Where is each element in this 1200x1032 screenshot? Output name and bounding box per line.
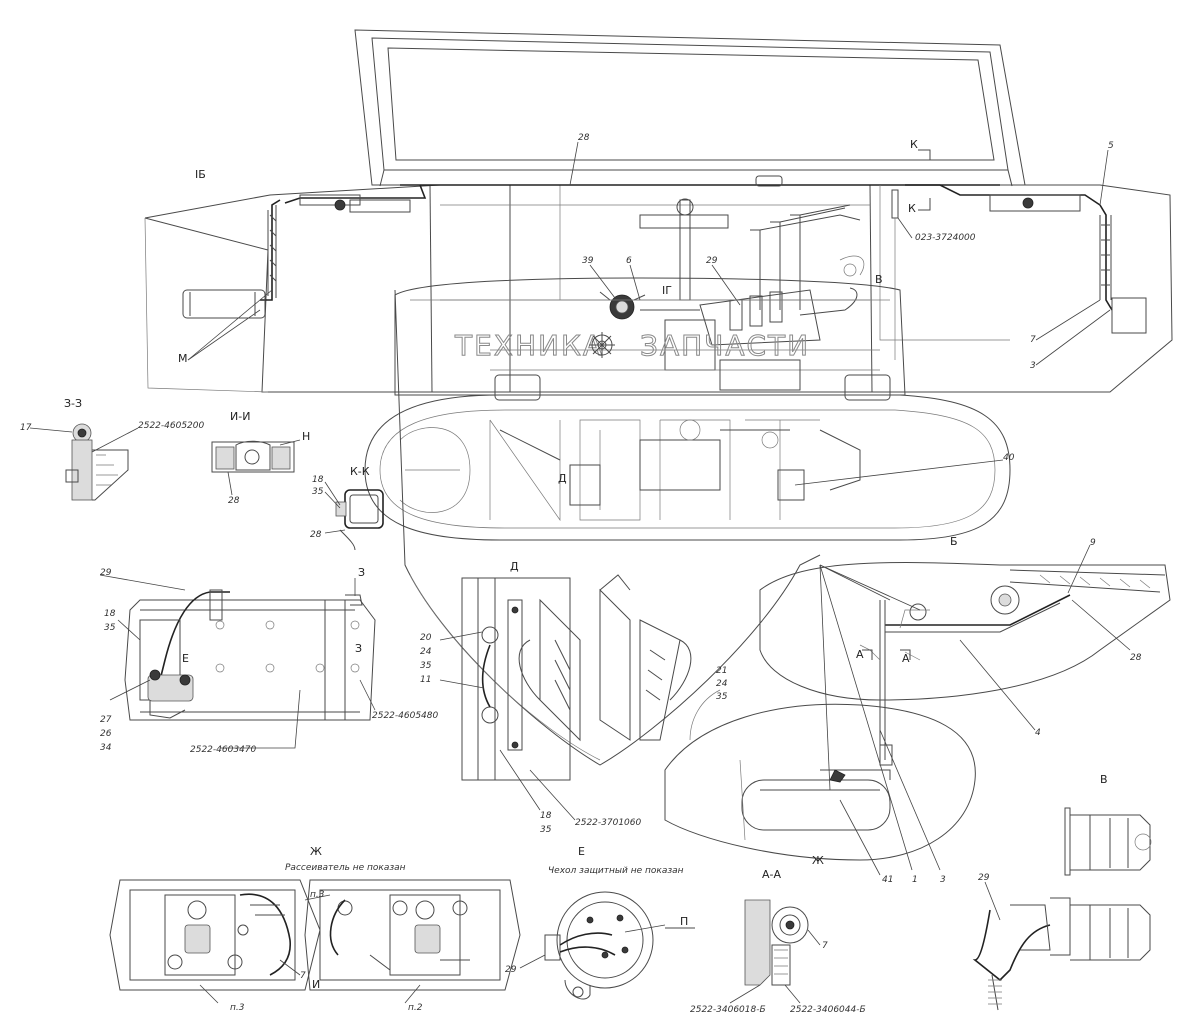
callout-n2: п.2 — [408, 1003, 423, 1013]
callout-k2: К — [908, 202, 916, 215]
callout-if: ІГ — [662, 284, 672, 297]
callout-1: 1 — [912, 875, 918, 885]
callout-40: 40 — [1003, 453, 1015, 463]
watermark: ТЕХНИКА ЗАПЧАСТИ — [454, 329, 810, 363]
view-label-i-i: И-И — [230, 410, 250, 423]
shield-outline — [394, 289, 821, 766]
callout-p: П — [680, 915, 688, 928]
callout-29e: 29 — [505, 965, 517, 975]
watermark-left: ТЕХНИКА — [454, 329, 604, 362]
callout-24b: 24 — [716, 679, 728, 689]
view-label-a-a: А-А — [762, 868, 781, 881]
callout-18-d: 18 — [540, 811, 552, 821]
callout-34: 34 — [100, 743, 112, 753]
e-note: Чехол защитный не показан — [548, 866, 684, 876]
callout-zh-b: Ж — [812, 854, 824, 867]
callout-28-b: 28 — [1130, 653, 1142, 663]
callout-e-l: Е — [182, 652, 189, 665]
callout-35b: 35 — [716, 692, 728, 702]
view-label-k-k: К-К — [350, 465, 370, 478]
callout-9: 9 — [1090, 538, 1096, 548]
oval-emblem — [364, 394, 1011, 541]
view-d-panel: Д — [439, 560, 576, 821]
callout-24: 24 — [420, 647, 432, 657]
section-a-a: А-А — [729, 868, 821, 1004]
view-label-zh: Ж — [310, 845, 322, 858]
callout-2522-aa2: 2522-3406044-Б — [790, 1005, 866, 1015]
callout-35-d: 35 — [420, 661, 432, 671]
callout-2522-zz: 2522-4605200 — [138, 421, 205, 431]
section-i-i: И-И — [211, 410, 301, 496]
callout-21: 21 — [716, 666, 727, 676]
callout-4: 4 — [1035, 728, 1041, 738]
callout-023: 023-3724000 — [915, 233, 976, 243]
callout-z2: З — [355, 642, 362, 655]
section-z-z: З-З — [29, 397, 139, 501]
callout-3r: 3 — [1030, 361, 1036, 371]
rear-lamp-detail — [664, 564, 976, 876]
left-mirror-lamp-bracket — [182, 184, 427, 319]
callout-k1: К — [910, 138, 918, 151]
lower-engine-zone — [394, 277, 906, 401]
callout-labels: 28 5 К К 023-3724000 39 6 ІГ 29 В 7 3 М … — [20, 133, 1142, 1015]
callout-29-top: 29 — [706, 256, 718, 266]
callout-27: 27 — [100, 715, 112, 725]
zh-note: Рассеиватель не показан — [285, 863, 406, 873]
view-label-b: Б — [950, 535, 958, 548]
callout-11: 11 — [420, 675, 431, 685]
callout-a2: А — [902, 652, 910, 665]
callout-28-top: 28 — [578, 133, 590, 143]
callout-m: М — [178, 352, 188, 365]
callout-z: З — [358, 566, 365, 579]
watermark-right: ЗАПЧАСТИ — [640, 329, 810, 362]
callout-h: Н — [302, 430, 310, 443]
callout-28-kk: 28 — [310, 530, 322, 540]
view-b-detail: Б — [759, 535, 1171, 766]
view-v-plug: В — [972, 773, 1152, 1011]
section-k-k: К-К — [324, 465, 384, 551]
callout-7aa: 7 — [822, 941, 828, 951]
battery-box-view — [99, 574, 376, 749]
cab-windshield — [354, 29, 1026, 187]
cab-front-panel — [144, 175, 1173, 393]
callout-2522-aa1: 2522-3406018-Б — [690, 1005, 766, 1015]
callout-7zh: 7 — [300, 971, 306, 981]
view-label-v: В — [1100, 773, 1108, 786]
callout-n3b: п.3 — [230, 1003, 245, 1013]
view-label-e: Е — [578, 845, 585, 858]
callout-3b: 3 — [940, 875, 946, 885]
callout-29-l: 29 — [100, 568, 112, 578]
callout-2522-d: 2522-3701060 — [575, 818, 642, 828]
callout-d-mid: Д — [558, 472, 567, 485]
callout-a1: А — [856, 648, 864, 661]
callout-n3a: п.3 — [310, 890, 325, 900]
callout-5: 5 — [1108, 141, 1114, 151]
right-mirror-lamp-bracket — [891, 184, 1147, 360]
callout-7r: 7 — [1030, 335, 1036, 345]
view-label-d: Д — [510, 560, 519, 573]
view-label-z-z: З-З — [64, 397, 82, 410]
callout-20: 20 — [420, 633, 432, 643]
view-zh-lamp: Ж Рассеиватель не показан — [109, 845, 521, 1004]
callout-v: В — [875, 273, 883, 286]
callout-35-l: 35 — [104, 623, 116, 633]
callout-18-l: 18 — [104, 609, 116, 619]
callout-41: 41 — [882, 875, 893, 885]
callout-18-kk: 18 — [312, 475, 324, 485]
view-e-connector: Е Чехол защитный не показан — [519, 845, 684, 1000]
callout-2522-bat: 2522-4603470 — [190, 745, 257, 755]
callout-i: И — [312, 978, 320, 991]
callout-29v: 29 — [978, 873, 990, 883]
callout-6: 6 — [626, 256, 632, 266]
callout-2522-l: 2522-4605480 — [372, 711, 439, 721]
view-label-ib: ІБ — [195, 168, 206, 181]
callout-35-d2: 35 — [540, 825, 552, 835]
callout-35-kk: 35 — [312, 487, 324, 497]
callout-39: 39 — [582, 256, 594, 266]
callout-28-ii: 28 — [228, 496, 240, 506]
callout-17: 17 — [20, 423, 32, 433]
callout-26: 26 — [100, 729, 112, 739]
